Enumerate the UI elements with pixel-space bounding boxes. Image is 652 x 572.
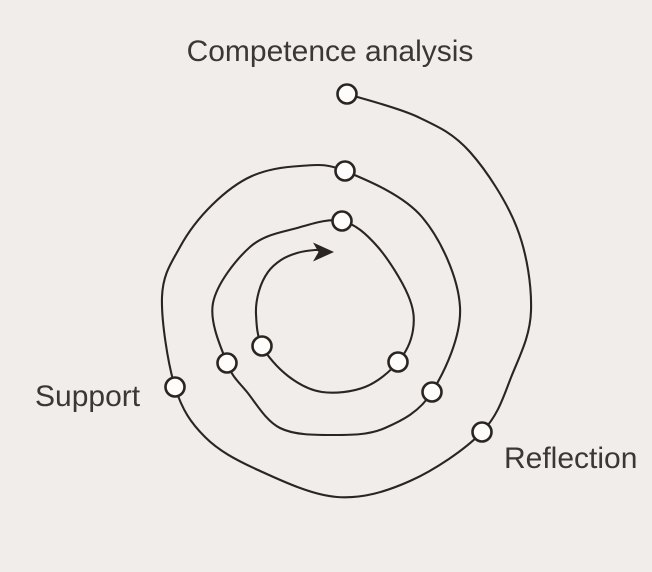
spiral-curve xyxy=(160,92,533,499)
spiral-node xyxy=(336,83,358,105)
spiral-node xyxy=(251,335,273,357)
spiral-node xyxy=(387,351,409,373)
spiral-node xyxy=(216,352,238,374)
spiral-node xyxy=(331,210,353,232)
spiral-node xyxy=(334,160,356,182)
label-reflection: Reflection xyxy=(504,442,638,475)
direction-arrow-icon xyxy=(313,242,334,262)
milestone-nodes xyxy=(164,83,493,443)
spiral-node xyxy=(164,376,186,398)
spiral-node xyxy=(471,421,493,443)
label-support: Support xyxy=(35,380,141,413)
spiral-node xyxy=(421,381,443,403)
label-competence-analysis: Competence analysis xyxy=(186,35,474,68)
